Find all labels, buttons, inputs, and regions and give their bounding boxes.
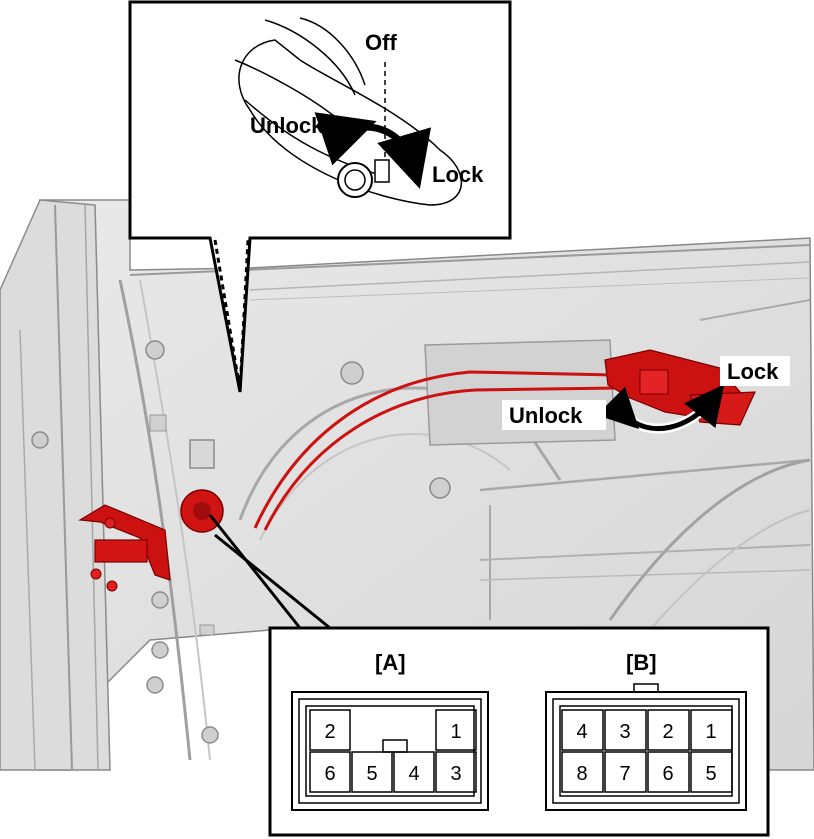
callout-lock-label: Lock [432,162,484,187]
actuator-unlock-label: Unlock [502,400,606,430]
lock-linkage-rods [253,370,619,531]
connector-a-pin: 6 [324,763,335,785]
connector-a-pin: 4 [408,763,419,785]
connector-b-pin: 2 [662,721,673,743]
connector-b-pin: 1 [705,721,716,743]
connector-b-pin: 8 [576,763,587,785]
actuator-rotation-arrow [596,384,725,434]
callout-off-label: Off [365,30,397,55]
svg-text:Lock: Lock [727,359,779,384]
connector-a-pin: 2 [324,721,335,743]
connector-a-pin: 3 [450,763,461,785]
connector-b-pin: 4 [576,721,587,743]
svg-text:Unlock: Unlock [509,403,583,428]
connector-b-pin: 6 [662,763,673,785]
connector-a-pin: 1 [450,721,461,743]
actuator-lock-label: Lock [720,356,790,386]
connector-a-pin: 5 [366,763,377,785]
connector-a-title: [A] [375,650,406,675]
connector-b: [B] 4 3 2 1 8 7 6 5 [545,650,747,811]
key-cylinder-callout [128,0,512,393]
connector-b-pin: 5 [705,763,716,785]
callout-unlock-label: Unlock [250,113,324,138]
connector-b-title: [B] [626,650,657,675]
lock-cylinder-part [180,489,224,533]
connector-b-pin: 7 [619,763,630,785]
connector-a: [A] 2 1 6 5 4 3 [291,650,489,811]
door-latch-part [78,504,171,592]
connector-b-pin: 3 [619,721,630,743]
